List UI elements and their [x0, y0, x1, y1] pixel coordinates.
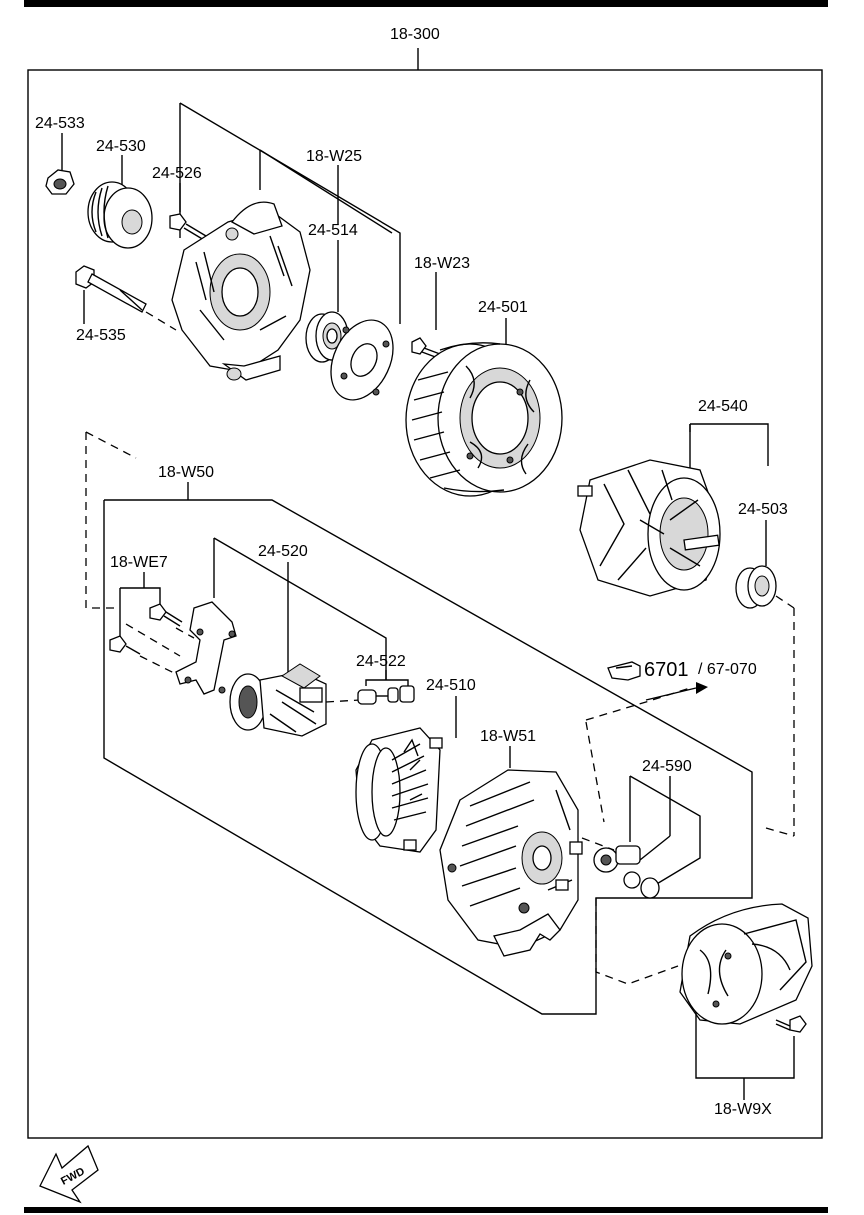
cover-screw-part: [775, 1015, 807, 1033]
regulator-group: [109, 537, 457, 738]
hand-pointer-icon: [607, 661, 641, 681]
callout-rectifier: 24-510: [426, 677, 476, 694]
pulley-bolt-part: [169, 213, 207, 241]
callout-brush-set: 24-522: [356, 653, 406, 670]
terminal-part: [593, 845, 660, 899]
rear-cover-part: [679, 903, 813, 1025]
top-rule: [24, 0, 828, 7]
callout-regulator: 24-520: [258, 543, 308, 560]
callout-rear-bearing: 24-503: [738, 501, 788, 518]
through-bolt-part: [75, 265, 177, 331]
brush-set-part: [325, 685, 415, 705]
callout-terminal-kit: 24-590: [642, 758, 692, 775]
pulley-part: [87, 181, 153, 249]
rear-bearing-part: [735, 565, 777, 609]
rear-cover-group: [595, 898, 813, 1100]
callout-through-bolt: 24-535: [76, 327, 126, 344]
callout-pulley-bolt: 24-526: [152, 165, 202, 182]
front-housing-group: [45, 102, 441, 401]
callout-nut: 24-533: [35, 115, 85, 132]
callout-cover-kit: 18-W9X: [714, 1101, 772, 1118]
callout-pulley: 24-530: [96, 138, 146, 155]
rotor-part: [577, 459, 721, 597]
callout-rear-kit: 18-W50: [158, 464, 214, 481]
callout-stator-kit: 18-W23: [414, 255, 470, 272]
callout-assembly: 18-300: [390, 26, 440, 43]
callout-rotor-kit: 24-540: [698, 398, 748, 415]
stator-part: [405, 318, 563, 497]
terminal-group: [581, 661, 708, 899]
regulator-screw-part: [109, 603, 195, 677]
reference-page[interactable]: 6701: [644, 659, 689, 681]
front-housing-part: [171, 201, 311, 381]
diagram-frame: [27, 69, 823, 1139]
callout-rear-housing-kit: 18-W51: [480, 728, 536, 745]
regulator-bracket-part: [175, 601, 237, 695]
reference-sub[interactable]: / 67-070: [698, 661, 757, 678]
rectifier-part: [355, 727, 443, 853]
rear-housing-part: [439, 746, 583, 957]
bottom-rule: [24, 1207, 828, 1213]
callout-regulator-kit: 18-WE7: [110, 554, 168, 571]
callout-bearing: 24-514: [308, 222, 358, 239]
regulator-part: [229, 663, 327, 737]
rotor-group: [577, 423, 795, 836]
callout-front-kit: 18-W25: [306, 148, 362, 165]
retainer-plate-part: [330, 319, 394, 401]
forward-arrow-icon: FWD: [39, 1144, 99, 1204]
callout-stator: 24-501: [478, 299, 528, 316]
